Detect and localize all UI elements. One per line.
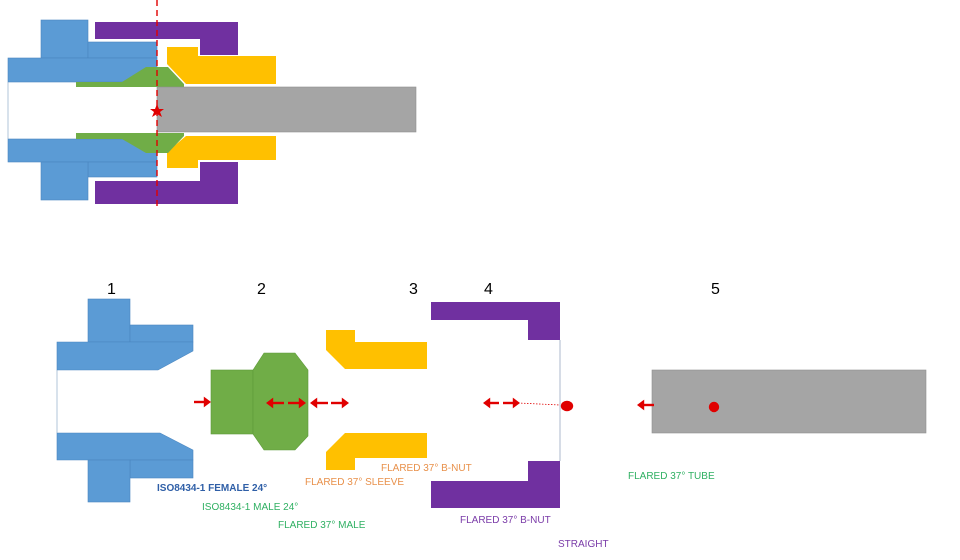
assembled-view: [7, 0, 417, 208]
label-male-24: ISO8434-1 MALE 24°: [202, 502, 299, 513]
part-number-5: 5: [711, 281, 720, 298]
label-tube: FLARED 37° TUBE: [628, 471, 715, 482]
connection-arrows: [194, 396, 720, 413]
assembled-female-body: [7, 19, 158, 201]
part-1-female-body: [56, 298, 194, 503]
assembled-tube: [156, 86, 417, 133]
label-sleeve: FLARED 37° SLEEVE: [305, 477, 405, 488]
part-3-sleeve: [326, 330, 427, 470]
seal-point-dot-icon: [560, 400, 574, 412]
label-straight: STRAIGHT: [558, 539, 609, 550]
part-2-adapter: [210, 352, 309, 451]
tube-seal-dot-icon: [708, 401, 720, 413]
label-flared-male: FLARED 37° MALE: [278, 520, 366, 531]
label-b-nut-purple: FLARED 37° B-NUT: [460, 515, 551, 526]
part-number-2: 2: [257, 281, 266, 298]
label-female-24: ISO8434-1 FEMALE 24°: [157, 483, 268, 494]
part-number-3: 3: [409, 281, 418, 298]
part-4-b-nut: [431, 302, 561, 508]
assembled-b-nut: [95, 22, 238, 204]
label-b-nut-orange: FLARED 37° B-NUT: [381, 463, 472, 474]
part-5-tube: [651, 369, 927, 434]
seal-point-star-icon: [150, 104, 164, 117]
part-number-4: 4: [484, 281, 493, 298]
part-number-1: 1: [107, 281, 116, 298]
assembled-sleeve: [167, 47, 276, 168]
